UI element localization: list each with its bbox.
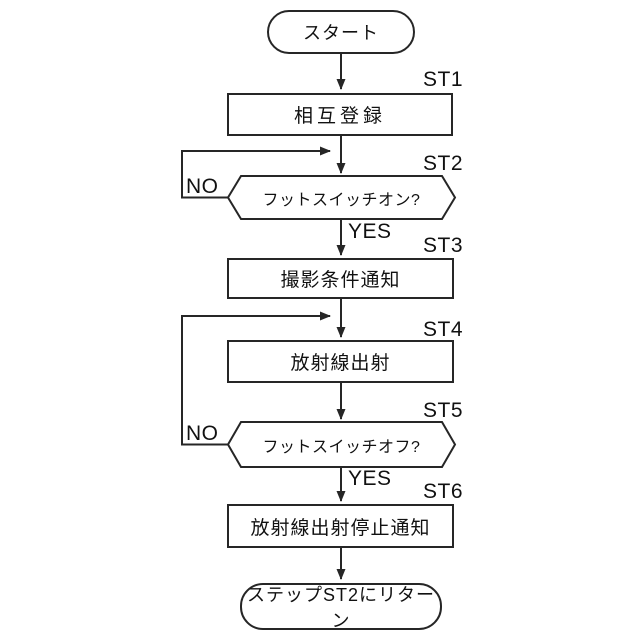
step-tag-st5: ST5: [423, 399, 464, 422]
process-st3-label: 撮影条件通知: [280, 270, 401, 291]
step-tag-st6: ST6: [423, 480, 464, 503]
edge-label-st5-yes: YES: [348, 467, 392, 490]
decision-st2-label: フットスイッチオン?: [262, 191, 421, 209]
process-st1: 相互登録: [227, 93, 453, 136]
step-tag-st4: ST4: [423, 318, 464, 341]
start-terminal-label: スタート: [303, 23, 379, 43]
edge-label-st5-no: NO: [186, 422, 219, 445]
process-st3: 撮影条件通知: [227, 258, 454, 299]
step-tag-st2: ST2: [423, 152, 464, 175]
loop-st2-no: [181, 146, 331, 199]
edge-label-st2-no: NO: [186, 175, 219, 198]
end-terminal: ステップST2にリターン: [240, 583, 442, 631]
step-tag-st3: ST3: [423, 234, 464, 257]
step-tag-st1: ST1: [423, 68, 464, 91]
decision-st5-shape: [226, 421, 457, 468]
decision-st2-shape: [226, 175, 457, 220]
end-terminal-label: ステップST2にリターン: [246, 584, 435, 631]
process-st6-label: 放射線出射停止通知: [250, 517, 431, 539]
loop-st5-no: [181, 311, 331, 446]
process-st4: 放射線出射: [227, 340, 454, 383]
edge-label-st2-yes: YES: [348, 220, 392, 243]
process-st1-label: 相互登録: [293, 106, 386, 127]
start-terminal: スタート: [267, 10, 415, 54]
process-st4-label: 放射線出射: [290, 353, 391, 374]
process-st6: 放射線出射停止通知: [227, 504, 454, 548]
decision-st5-label: フットスイッチオフ?: [262, 438, 421, 456]
